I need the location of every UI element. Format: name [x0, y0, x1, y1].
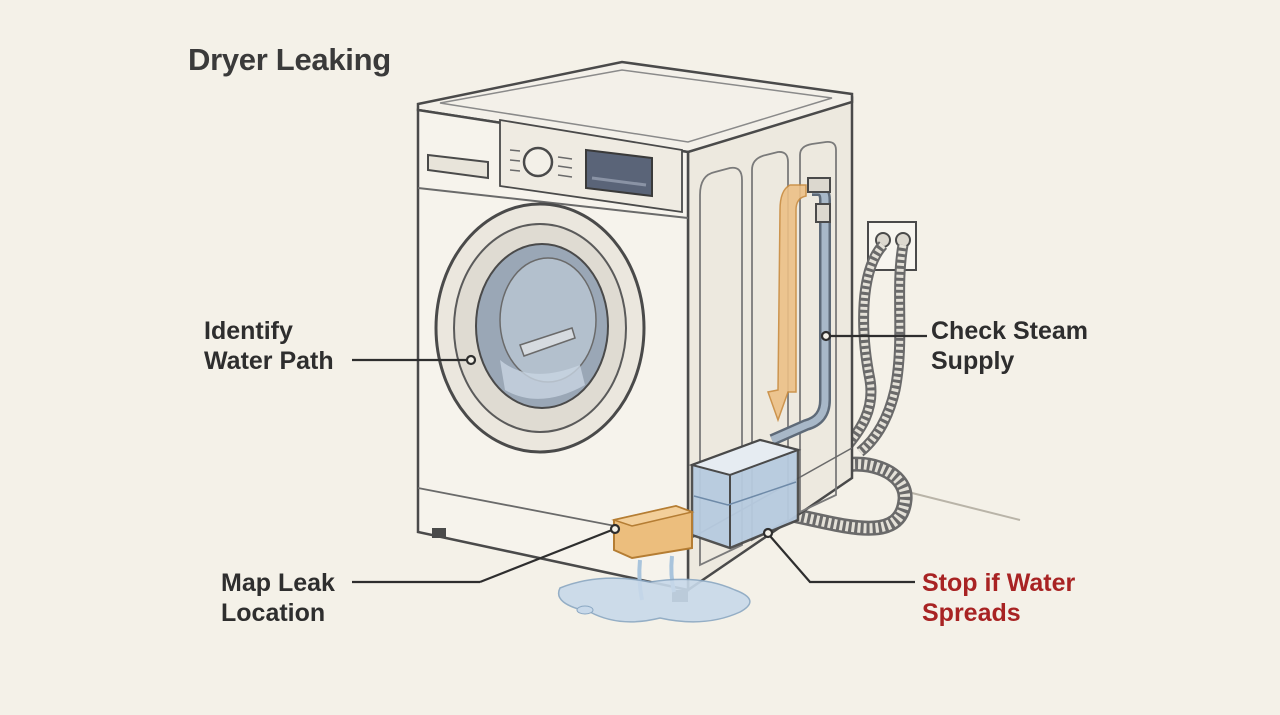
leak-location-block [611, 504, 695, 560]
door-icon [434, 202, 646, 454]
supply-hoses [843, 241, 909, 457]
detergent-drawer-icon [427, 153, 489, 180]
drain-hose [773, 456, 913, 536]
foot-icon [432, 528, 446, 538]
reservoir-tank [688, 438, 802, 550]
water-path-arrow [767, 184, 807, 423]
dial-icon [522, 146, 554, 178]
callout-identify-water-path: Identify Water Path [204, 317, 334, 375]
callout-map-leak-location: Map Leak Location [221, 569, 335, 627]
floor-line [899, 489, 1021, 521]
diagram-title: Dryer Leaking [188, 42, 391, 77]
callout-stop-if-water-spreads: Stop if Water Spreads [922, 569, 1076, 627]
display-screen [585, 148, 653, 198]
leader-lines [352, 330, 927, 584]
callout-check-steam-supply: Check Steam Supply [931, 317, 1089, 375]
water-puddle [557, 577, 751, 623]
